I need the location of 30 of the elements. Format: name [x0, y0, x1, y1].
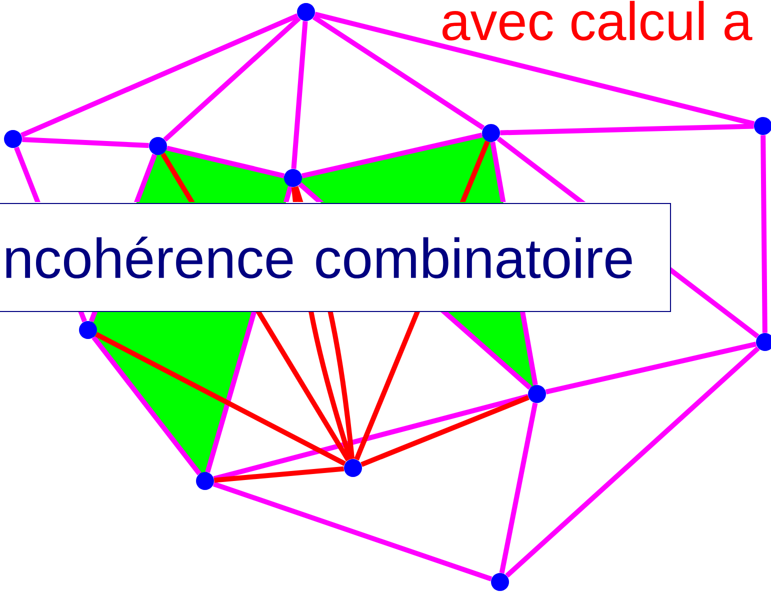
point-dot — [297, 3, 315, 21]
title: avec calcul a — [442, 0, 752, 41]
point-dot — [196, 472, 214, 490]
line-segment — [20, 13, 299, 138]
line-segment — [499, 402, 538, 574]
line-segment — [312, 14, 485, 130]
point-dot — [4, 130, 22, 148]
line-segment — [314, 12, 755, 126]
point-dot — [528, 385, 546, 403]
line-segment — [545, 342, 757, 394]
line-segment — [291, 20, 308, 170]
point-dot — [344, 459, 362, 477]
line-segment — [360, 395, 530, 467]
line-segment — [505, 346, 760, 578]
line-segment — [95, 332, 346, 466]
point-dot — [79, 321, 97, 339]
line-segment — [92, 336, 202, 476]
caption-box: ncohérence combinatoire — [0, 203, 671, 312]
point-dot — [149, 137, 167, 155]
line-segment — [760, 135, 768, 333]
line-segment — [22, 136, 149, 148]
line-segment — [500, 124, 754, 136]
line-segment — [212, 482, 492, 582]
line-segment — [301, 132, 483, 178]
line-segment — [166, 146, 285, 178]
line-segment — [163, 16, 301, 142]
point-dot — [482, 124, 500, 142]
point-dot — [284, 169, 302, 187]
line-segment — [214, 466, 344, 483]
point-dot — [491, 573, 509, 591]
